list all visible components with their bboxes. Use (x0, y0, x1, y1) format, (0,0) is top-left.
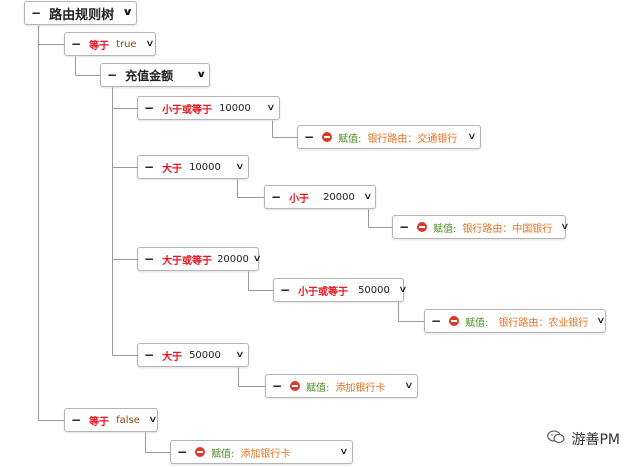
chevron-down-icon[interactable]: ∨ (266, 102, 276, 113)
condition-value: false (116, 414, 140, 426)
operator-label: 等于 (89, 40, 110, 52)
operator-label: 大于 (162, 163, 183, 175)
action-node[interactable]: − 赋值: 添加银行卡 ∨ (265, 374, 418, 398)
chevron-down-icon[interactable]: ∨ (195, 69, 207, 80)
condition-value: true (116, 38, 137, 50)
collapse-icon[interactable]: − (31, 6, 42, 20)
remove-icon[interactable] (290, 381, 301, 391)
collapse-icon[interactable]: − (280, 283, 291, 297)
collapse-icon[interactable]: − (144, 252, 155, 266)
assign-label: 赋值: (211, 448, 235, 460)
condition-value: 20000 (217, 253, 249, 265)
operator-label: 小于或等于 (162, 104, 213, 116)
chevron-down-icon[interactable]: ∨ (235, 349, 245, 360)
collapse-icon[interactable]: − (177, 445, 188, 459)
condition-value: 10000 (189, 161, 221, 173)
collapse-icon[interactable]: − (144, 101, 155, 115)
remove-icon[interactable] (417, 222, 428, 232)
assign-label: 赋值: (338, 133, 362, 145)
operator-label: 等于 (89, 416, 110, 428)
collapse-icon[interactable]: − (71, 413, 82, 427)
collapse-icon[interactable]: − (304, 130, 315, 144)
condition-value: 10000 (219, 102, 251, 114)
collapse-icon[interactable]: − (272, 379, 283, 393)
remove-icon[interactable] (322, 132, 333, 142)
condition-node[interactable]: − 小于 20000 ∨ (264, 185, 376, 209)
chevron-down-icon[interactable]: ∨ (122, 7, 134, 18)
collapse-icon[interactable]: − (144, 348, 155, 362)
collapse-icon[interactable]: − (271, 190, 282, 204)
collapse-icon[interactable]: − (144, 160, 155, 174)
assign-value: 银行路由：交通银行 (367, 133, 458, 145)
chevron-down-icon[interactable]: ∨ (560, 221, 570, 232)
assign-value: 添加银行卡 (240, 448, 291, 460)
chevron-down-icon[interactable]: ∨ (339, 446, 349, 457)
chevron-down-icon[interactable]: ∨ (596, 315, 606, 326)
assign-value: 银行路由：中国银行 (462, 223, 553, 235)
condition-node-true[interactable]: − 等于 true ∨ (64, 32, 156, 56)
action-node[interactable]: − 赋值: 添加银行卡 ∨ (170, 440, 353, 464)
remove-icon[interactable] (195, 447, 206, 457)
action-node[interactable]: − 赋值: 银行路由：农业银行 ∨ (424, 309, 606, 333)
condition-node[interactable]: − 小于或等于 10000 ∨ (137, 96, 280, 120)
watermark: 游善PM (547, 429, 620, 449)
chevron-down-icon[interactable]: ∨ (235, 161, 245, 172)
chevron-down-icon[interactable]: ∨ (363, 191, 373, 202)
chevron-down-icon[interactable]: ∨ (467, 131, 477, 142)
condition-node-false[interactable]: − 等于 false ∨ (64, 408, 158, 432)
chevron-down-icon[interactable]: ∨ (144, 38, 155, 49)
assign-label: 赋值: (433, 223, 457, 235)
chevron-down-icon[interactable]: ∨ (398, 284, 408, 295)
condition-node[interactable]: − 大于 50000 ∨ (137, 343, 249, 367)
operator-label: 小于 (289, 193, 310, 205)
condition-value: 50000 (358, 284, 390, 296)
action-node[interactable]: − 赋值: 银行路由：中国银行 ∨ (392, 215, 570, 239)
chevron-down-icon[interactable]: ∨ (252, 253, 262, 264)
assign-value: 银行路由：农业银行 (498, 317, 589, 329)
field-node[interactable]: − 充值金额 ∨ (100, 63, 210, 87)
condition-value: 50000 (189, 349, 221, 361)
condition-node[interactable]: − 大于 10000 ∨ (137, 155, 249, 179)
assign-label: 赋值: (306, 382, 330, 394)
collapse-icon[interactable]: − (71, 37, 82, 51)
operator-label: 大于或等于 (162, 255, 213, 267)
root-node[interactable]: − 路由规则树 ∨ (24, 1, 137, 25)
collapse-icon[interactable]: − (399, 220, 410, 234)
condition-node[interactable]: − 大于或等于 20000 ∨ (137, 247, 262, 271)
wechat-icon (547, 430, 566, 448)
assign-label: 赋值: (465, 317, 489, 329)
chevron-down-icon[interactable]: ∨ (404, 380, 414, 391)
operator-label: 小于或等于 (298, 286, 349, 298)
chevron-down-icon[interactable]: ∨ (148, 414, 158, 425)
collapse-icon[interactable]: − (107, 68, 118, 82)
condition-node[interactable]: − 小于或等于 50000 ∨ (273, 278, 408, 302)
operator-label: 大于 (162, 351, 183, 363)
assign-value: 添加银行卡 (335, 382, 386, 394)
collapse-icon[interactable]: − (431, 314, 442, 328)
remove-icon[interactable] (449, 316, 460, 326)
watermark-text: 游善PM (571, 432, 620, 448)
condition-value: 20000 (323, 191, 355, 203)
action-node[interactable]: − 赋值: 银行路由：交通银行 ∨ (297, 125, 481, 149)
root-title: 路由规则树 (49, 7, 115, 23)
field-label: 充值金额 (125, 68, 174, 83)
